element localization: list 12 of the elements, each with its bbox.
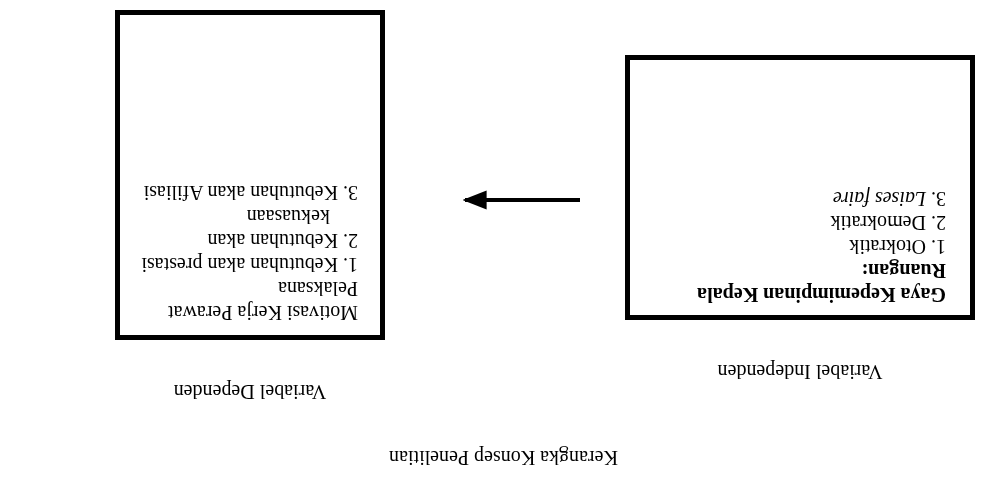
box-heading: Gaya Kepemimpinan Kepala Ruangan:	[696, 259, 946, 307]
list-item: 3. Kebutuhan akan Afiliasi	[142, 181, 358, 205]
variable-heading: Variabel Dependen	[172, 379, 328, 405]
arrow	[462, 190, 580, 210]
list-item: 2. Demokratik	[829, 211, 946, 235]
list-item: 2. Kebutuhan akan kekuasaan	[206, 205, 358, 253]
list-item: 1. Otokratik	[848, 235, 946, 259]
diagram-title: Kerangka Konsep Penelitian	[388, 445, 619, 471]
list-item: 3. Laises faire	[831, 187, 946, 211]
list-item: 1. Kebutuhan akan prestasi	[140, 253, 358, 277]
box-heading: Motivasi Kerja Perawat Pelaksana	[167, 277, 358, 325]
variable-heading: Variabel Independen	[716, 359, 884, 385]
